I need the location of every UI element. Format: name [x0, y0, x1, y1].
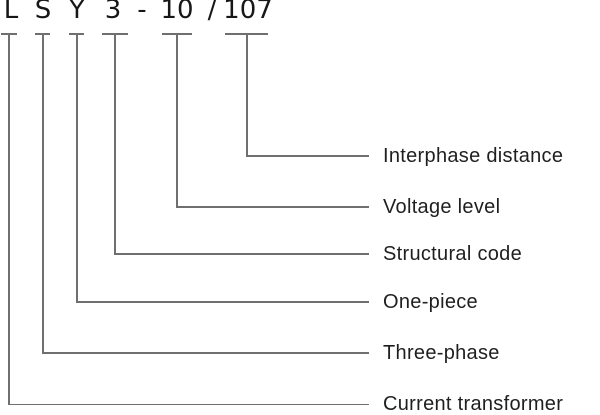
code-underline-y	[69, 33, 84, 35]
connector-vline-s	[42, 34, 44, 354]
code-token-slash: /	[207, 0, 217, 25]
code-underline-s	[35, 33, 50, 35]
branch-label-three-phase: Three-phase	[383, 342, 500, 364]
connector-hline-l	[8, 403, 369, 405]
code-token-s: S	[34, 0, 52, 25]
connector-vline-y	[76, 34, 78, 302]
connector-hline-y	[76, 301, 369, 303]
connector-hline-10	[176, 206, 369, 208]
connector-vline-10	[176, 34, 178, 208]
code-token-y: Y	[69, 0, 85, 25]
code-token-10: 10	[160, 0, 194, 25]
connector-hline-107	[246, 155, 369, 157]
connector-vline-l	[8, 34, 10, 405]
code-token-dash: -	[137, 0, 147, 25]
code-token-107: 107	[223, 0, 273, 25]
connector-vline-3	[114, 34, 116, 255]
branch-label-current-transformer: Current transformer	[383, 393, 564, 415]
code-underline-10	[162, 33, 192, 35]
connector-hline-3	[114, 253, 369, 255]
connector-vline-107	[246, 34, 248, 157]
code-underline-107	[225, 33, 268, 35]
branch-label-voltage-level: Voltage level	[383, 196, 501, 218]
branch-label-structural-code: Structural code	[383, 243, 523, 265]
connector-hline-s	[42, 352, 369, 354]
code-token-3: 3	[104, 0, 122, 25]
branch-label-one-piece: One-piece	[383, 291, 478, 313]
code-token-l: L	[3, 0, 19, 25]
code-underline-l	[1, 33, 17, 35]
code-underline-3	[102, 33, 128, 35]
branch-label-interphase-distance: Interphase distance	[383, 145, 564, 167]
